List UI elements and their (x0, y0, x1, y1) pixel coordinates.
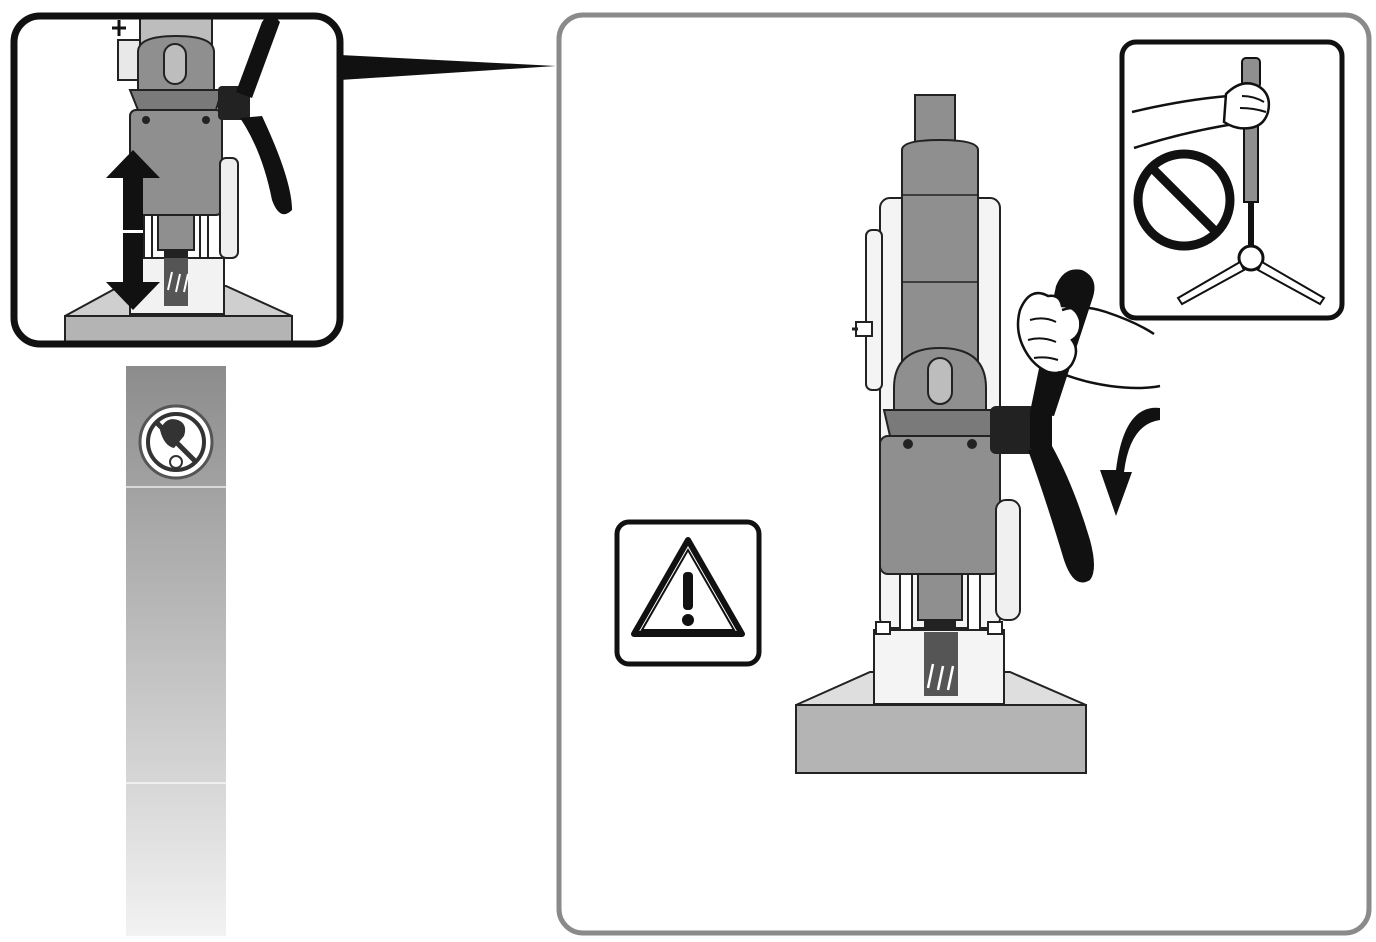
inset-handle-lower (240, 116, 292, 215)
inset-chuck (157, 214, 195, 251)
inset-frame (10, 12, 344, 348)
drill-motor-body (879, 435, 1001, 575)
drill-left-knob (855, 321, 873, 337)
drill-head-slot (927, 357, 953, 405)
inset-side-housing (219, 157, 239, 259)
drill-handle-hub (990, 406, 1036, 454)
warning-triangle-icon (614, 519, 762, 667)
no-fan-grip-icon (1119, 39, 1345, 321)
drill-side-housing (995, 499, 1021, 621)
main-panel (556, 12, 1372, 936)
inset-head-slot (163, 43, 187, 85)
up-down-arrow-icon (106, 150, 160, 310)
drill-base (795, 704, 1087, 774)
curved-down-arrow-icon (1100, 407, 1160, 516)
inset-head-wedge (128, 89, 224, 111)
drill-head-wedge (882, 409, 998, 437)
drill-upper-body (901, 138, 979, 361)
inset-t-mark (112, 20, 126, 36)
side-gradient-strip (126, 366, 226, 936)
inset-base (64, 315, 293, 344)
drill-handle-lower (1028, 446, 1094, 583)
detail-inset (10, 12, 556, 348)
no-hand-rotation-icon (138, 404, 214, 480)
inset-handle-upper (236, 16, 280, 98)
hand-gripping-handle (1016, 291, 1161, 390)
inset-side-plate (117, 39, 141, 81)
drill-chuck (917, 573, 963, 621)
callout-pointer (340, 55, 556, 80)
inset-handle-hub (218, 86, 250, 120)
